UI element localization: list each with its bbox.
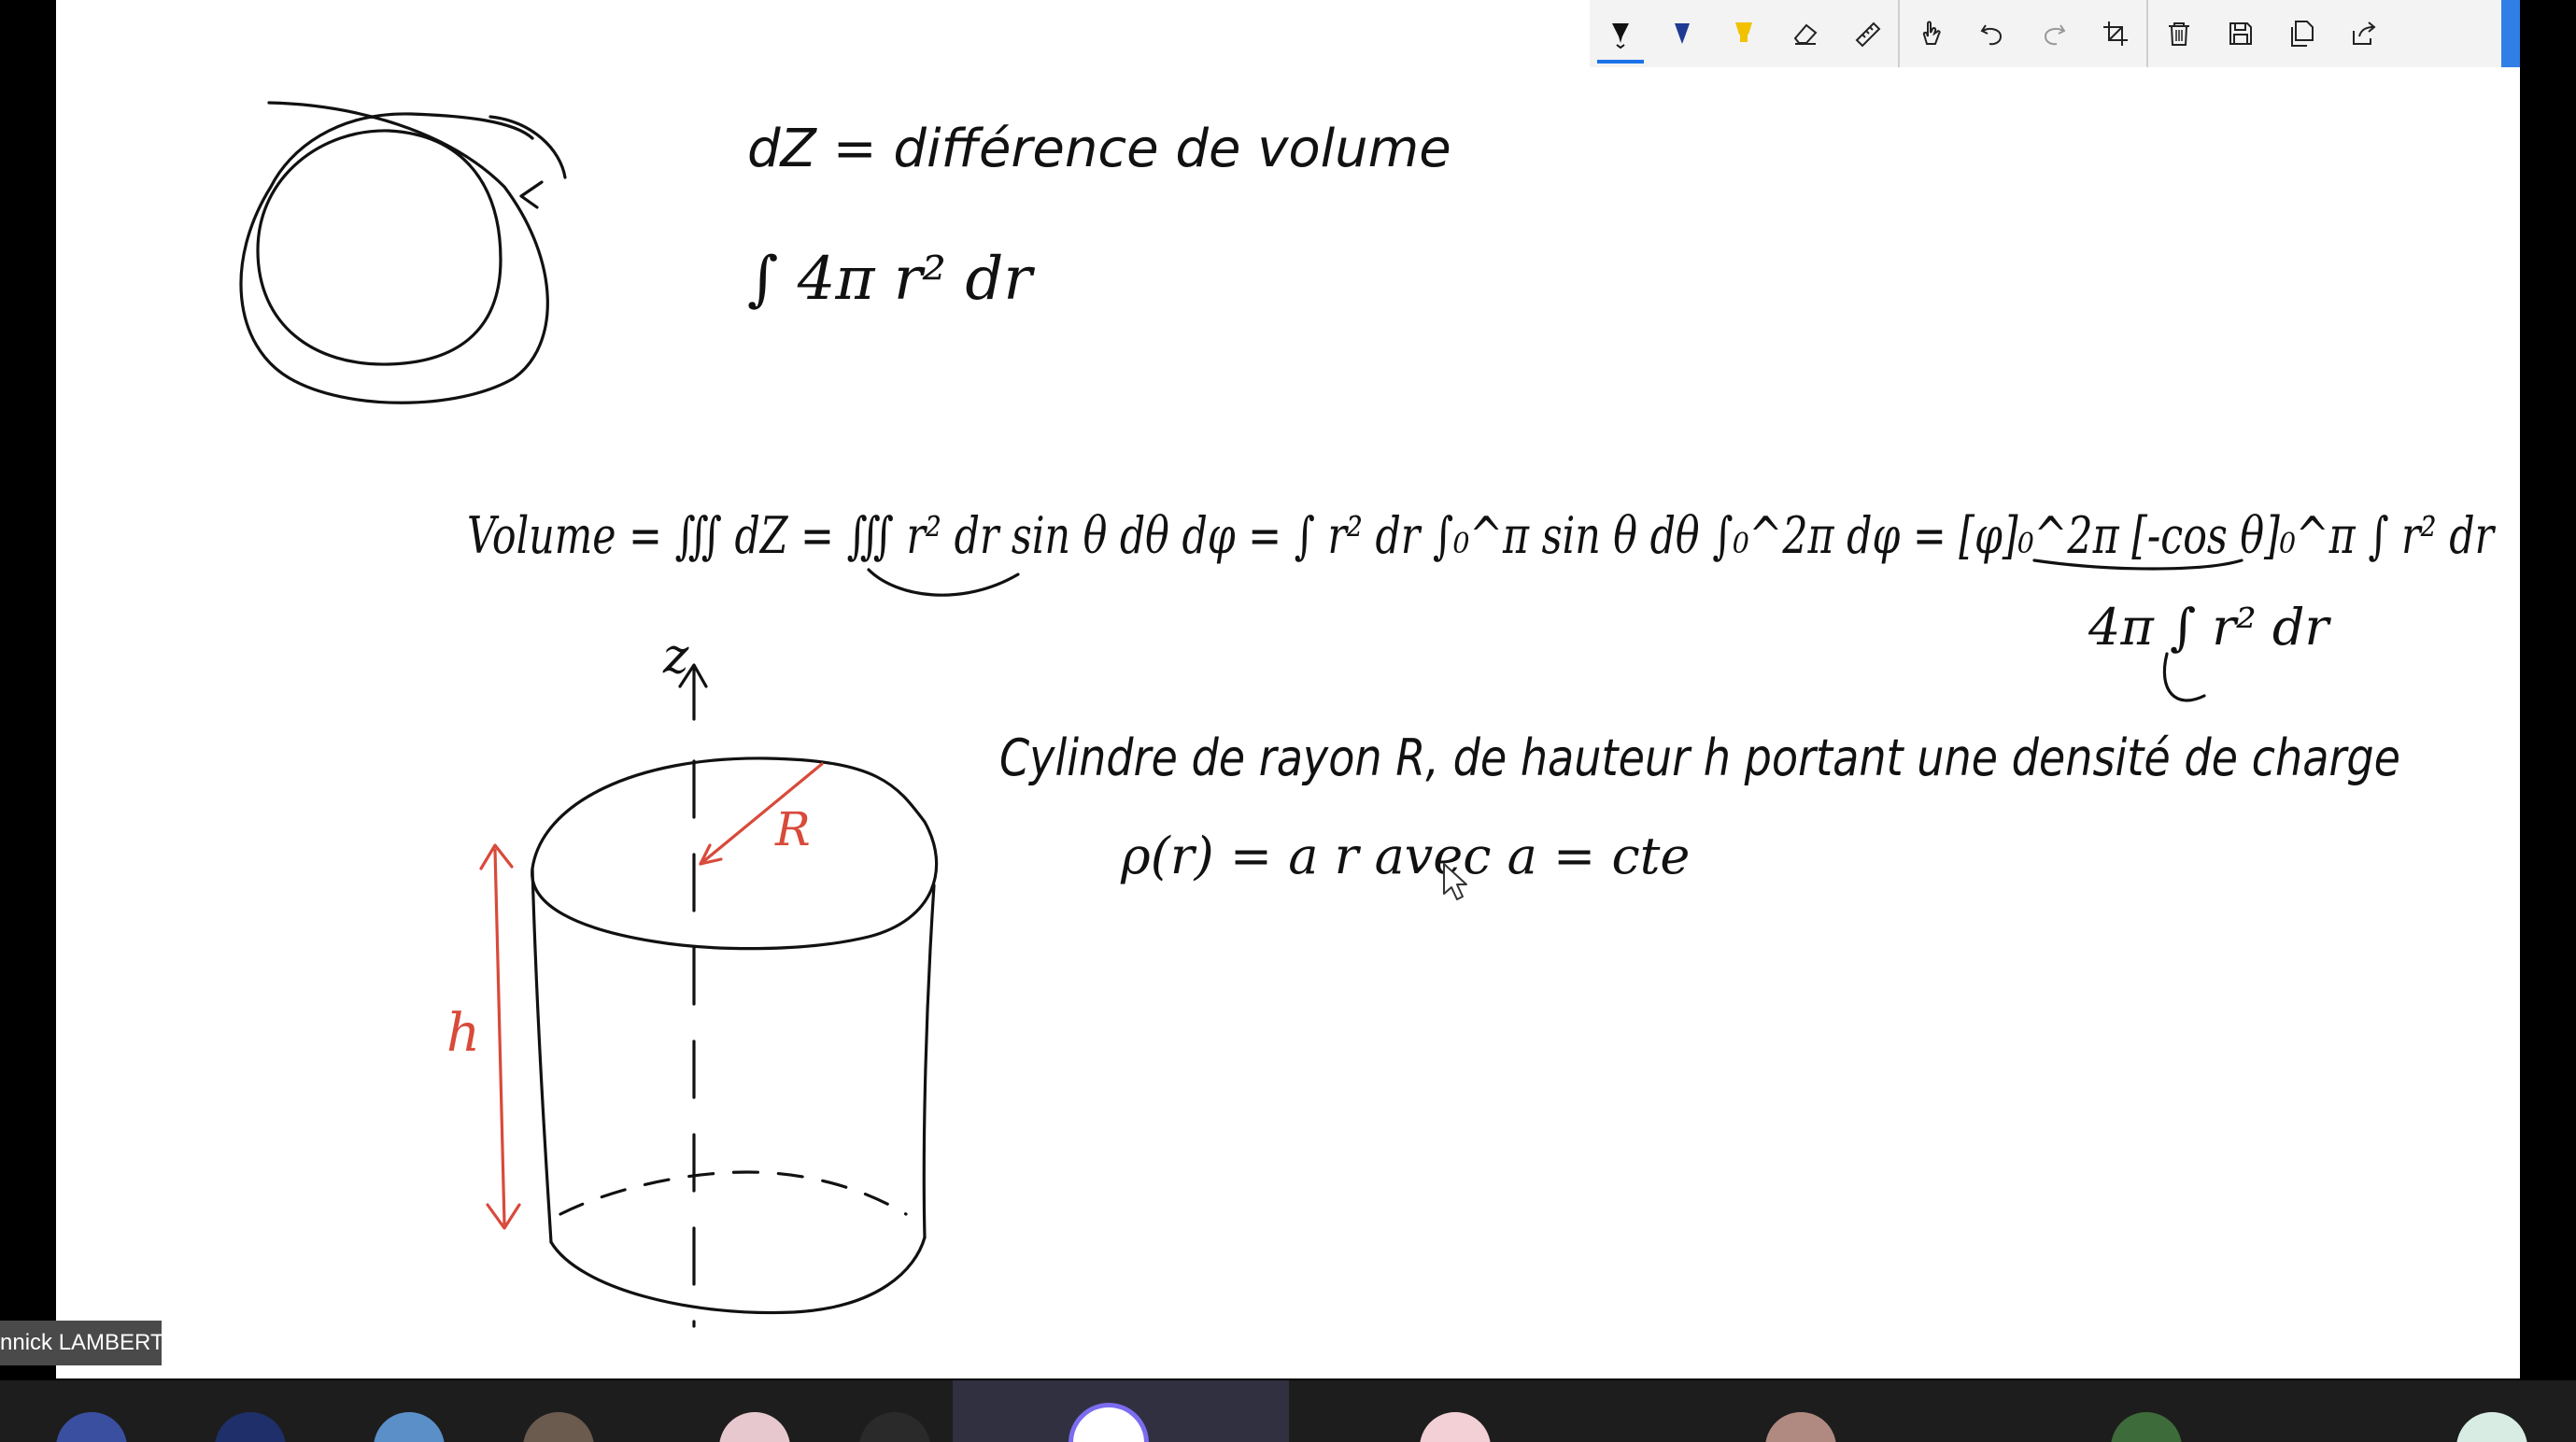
eraser-button[interactable] [1775, 0, 1836, 67]
avatar [56, 1412, 127, 1442]
participants-strip [0, 1380, 2576, 1442]
ballpoint-pen-button[interactable] [1590, 0, 1651, 67]
svg-text:h: h [446, 1003, 480, 1064]
presenter-name-badge: nnick LAMBERT [0, 1321, 162, 1365]
close-button[interactable] [2501, 0, 2520, 67]
trash-icon [2169, 22, 2189, 46]
avatar [2111, 1412, 2182, 1442]
presenter-name: nnick LAMBERT [0, 1330, 162, 1355]
ink-toolbar [1590, 0, 2520, 67]
svg-text:ρ(r) = a r avec a = cte: ρ(r) = a r avec a = cte [1120, 827, 1690, 885]
pencil-button[interactable] [1651, 0, 1713, 67]
volume-result: 4π ∫ r² dr [2088, 598, 2332, 702]
toolbar-separator [1898, 0, 1900, 67]
avatar [859, 1412, 930, 1442]
participant-tile[interactable] [2298, 1380, 2576, 1442]
mouse-cursor-icon [1443, 863, 1467, 900]
avatar [215, 1412, 286, 1442]
avatar [1069, 1403, 1149, 1442]
copy-icon [2291, 21, 2314, 47]
svg-text:Cylindre de rayon R, de hauteu: Cylindre de rayon R, de hauteur h portan… [999, 728, 2400, 787]
touch-writing-button[interactable] [1900, 0, 1961, 67]
red-annotations: R h [446, 762, 824, 1230]
participant-tile[interactable] [1961, 1380, 2300, 1442]
redo-button[interactable] [2023, 0, 2085, 67]
toolbar-separator [2146, 0, 2148, 67]
avatar [1765, 1412, 1836, 1442]
participant-tile[interactable] [336, 1380, 674, 1442]
participant-tile[interactable] [0, 1380, 338, 1442]
svg-text:z: z [662, 629, 689, 685]
problem-statement: Cylindre de rayon R, de hauteur h portan… [999, 728, 2400, 885]
sphere-sketch [239, 101, 567, 404]
svg-text:4π ∫ r² dr: 4π ∫ r² dr [2088, 598, 2332, 657]
share-button[interactable] [2333, 0, 2395, 67]
redo-icon [2044, 24, 2066, 46]
copy-button[interactable] [2272, 0, 2333, 67]
participant-tile[interactable] [672, 1380, 1011, 1442]
whiteboard-canvas[interactable]: dZ = différence de volume ∫ 4π r² dr Vol… [56, 0, 2520, 1378]
crop-button[interactable] [2085, 0, 2146, 67]
undo-icon [1980, 24, 2003, 46]
crop-icon [2103, 21, 2128, 46]
avatar [523, 1412, 594, 1442]
svg-text:dZ = différence de volume: dZ = différence de volume [747, 119, 1451, 179]
avatar [2456, 1412, 2527, 1442]
avatar [374, 1412, 445, 1442]
touch-icon [1922, 21, 1941, 45]
participant-tile[interactable] [1289, 1380, 1627, 1442]
avatar [719, 1412, 790, 1442]
pencil-icon [1675, 23, 1690, 44]
share-icon [2353, 21, 2376, 45]
ruler-button[interactable] [1836, 0, 1898, 67]
participant-tile-active[interactable] [953, 1380, 1291, 1442]
integral-4pi-strokes: ∫ 4π r² dr [747, 245, 1035, 314]
highlighter-icon [1735, 22, 1752, 42]
avatar [1420, 1412, 1491, 1442]
undo-button[interactable] [1961, 0, 2023, 67]
highlighter-button[interactable] [1713, 0, 1775, 67]
ruler-icon [1855, 21, 1881, 48]
volume-formula: Volume = ∭ dZ = ∭ r² dr sin θ dθ dφ = ∫ … [467, 506, 2497, 597]
dz-definition-strokes: dZ = différence de volume [747, 119, 1451, 179]
eraser-icon [1793, 23, 1818, 45]
participant-tile[interactable] [1625, 1380, 1963, 1442]
svg-text:∫ 4π r² dr: ∫ 4π r² dr [747, 245, 1035, 314]
handwriting-layer: dZ = différence de volume ∫ 4π r² dr Vol… [239, 101, 2497, 1328]
cylinder-sketch: z [531, 629, 939, 1328]
svg-text:R: R [774, 802, 811, 856]
svg-text:Volume = ∭ dZ = ∭ r² dr sin θ: Volume = ∭ dZ = ∭ r² dr sin θ dθ dφ = ∫ … [467, 506, 2497, 565]
save-button[interactable] [2210, 0, 2272, 67]
pen-icon [1612, 23, 1629, 49]
delete-button[interactable] [2148, 0, 2210, 67]
save-icon [2229, 22, 2252, 45]
